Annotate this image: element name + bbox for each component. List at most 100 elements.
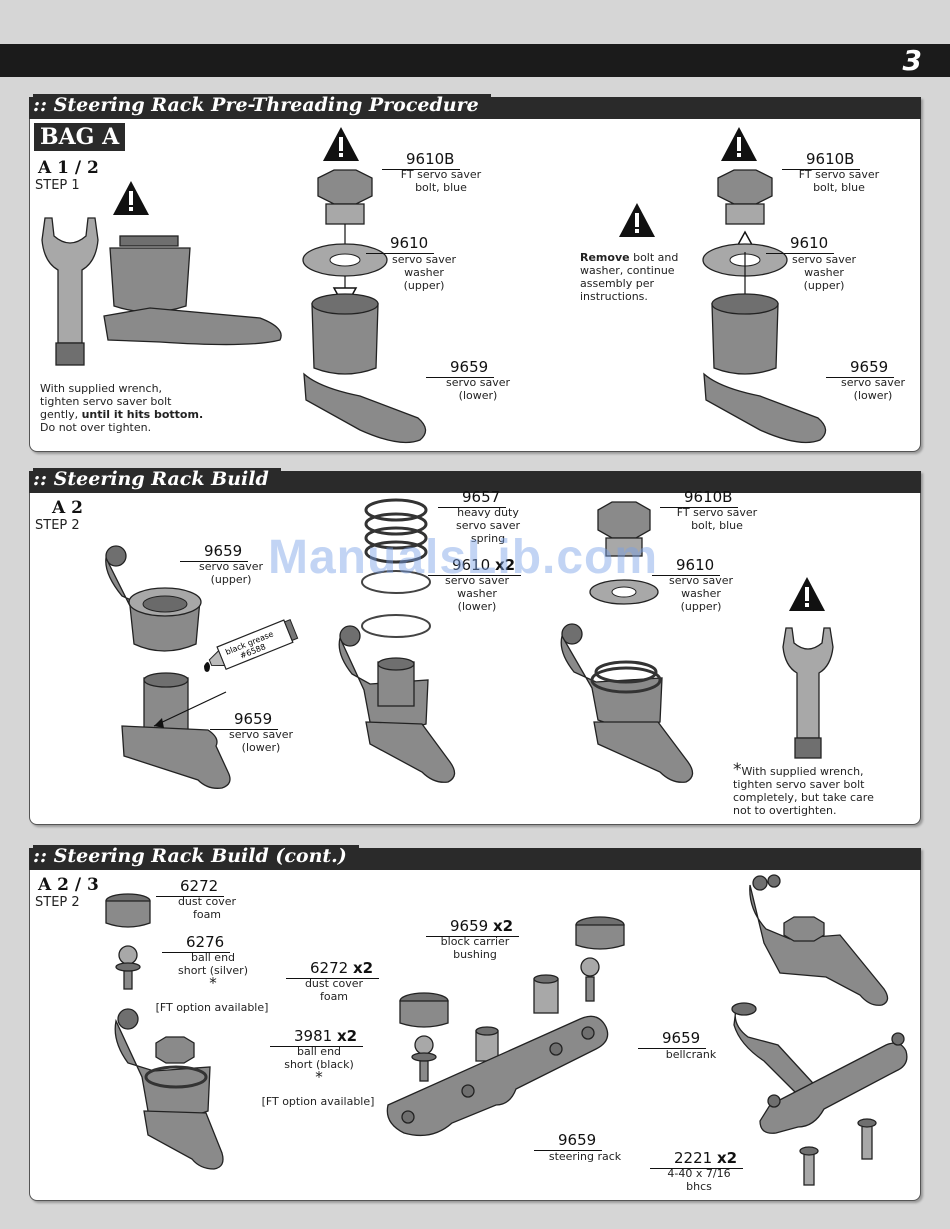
desc-line: heavy duty	[457, 506, 519, 519]
note-line: gently,	[40, 408, 82, 421]
desc-line: FT servo saver	[676, 506, 758, 519]
desc-line: washer	[404, 266, 444, 279]
quantity: x2	[492, 917, 514, 935]
part-number-6272: 6272	[156, 877, 225, 897]
warning-icon	[789, 577, 825, 611]
part-desc: servo saver(lower)	[428, 376, 528, 402]
note-line: bolt and	[629, 251, 679, 264]
note-line: instructions.	[580, 290, 648, 303]
desc-line: (upper)	[403, 279, 445, 292]
asterisk: *	[315, 1068, 323, 1086]
desc-line: servo saver	[445, 376, 511, 389]
part-number-9610: 9610	[366, 234, 435, 254]
desc-line: washer	[457, 587, 497, 600]
servo-saver-upper-part	[105, 545, 202, 652]
part-desc: steering rack	[548, 1150, 622, 1163]
quantity: x2	[336, 1027, 358, 1045]
desc-line: FT servo saver	[400, 168, 482, 181]
desc-line: servo saver	[791, 253, 857, 266]
part-number-9657: 9657	[438, 488, 507, 508]
part-number-9610: 9610 x2	[428, 556, 522, 576]
part-number-9610: 9610	[652, 556, 721, 576]
desc-line: washer	[681, 587, 721, 600]
part-number-9610B: 9610B	[660, 488, 739, 508]
desc-line: (upper)	[680, 600, 722, 613]
panel-header: :: Steering Rack Build	[29, 468, 921, 493]
servo-saver-lower-part	[103, 235, 282, 346]
part-desc: servo saver(upper)	[186, 560, 276, 586]
part-number-6272: 6272 x2	[286, 959, 380, 979]
panel-header: :: Steering Rack Pre-Threading Procedure	[29, 94, 921, 119]
bellcrank-assembly	[731, 874, 908, 1186]
step-number: A 2 / 3	[38, 875, 99, 895]
desc-line: foam	[319, 990, 349, 1003]
part-number-9659: 9659	[210, 710, 279, 730]
desc-line: servo saver	[840, 376, 906, 389]
num-text: 2221	[674, 1149, 713, 1167]
asterisk: *	[209, 974, 217, 992]
part-number-3981: 3981 x2	[270, 1027, 364, 1047]
desc-line: (lower)	[853, 389, 893, 402]
page-header-bar: 3	[0, 44, 950, 77]
note-line: completely, but take care	[733, 791, 874, 804]
quantity: x2	[494, 556, 516, 574]
step-number: A 1 / 2	[38, 158, 99, 178]
watermark: ManualsLib.com	[268, 531, 659, 584]
part-number-9610B: 9610B	[382, 150, 461, 170]
desc-line: bolt, blue	[813, 181, 865, 194]
panel-header: :: Steering Rack Build (cont.)	[29, 845, 921, 870]
note-line: tighten servo saver bolt	[40, 395, 172, 408]
part-desc: servo saver(lower)	[828, 376, 918, 402]
note-emphasis: Remove	[580, 251, 630, 264]
steering-rack-part	[386, 916, 625, 1137]
desc-line: foam	[192, 908, 222, 921]
section-title: :: Steering Rack Pre-Threading Procedure	[33, 94, 491, 116]
wrench-icon	[41, 217, 99, 366]
note-line: Do not over tighten.	[40, 421, 152, 434]
num-text: 6272	[310, 959, 349, 977]
desc-line: servo saver	[391, 253, 457, 266]
desc-line: spring	[470, 532, 506, 545]
desc-line: short (black)	[284, 1058, 354, 1071]
note-line: With supplied wrench,	[40, 382, 163, 395]
part-number-9610: 9610	[766, 234, 835, 254]
note-line: washer, continue	[580, 264, 675, 277]
desc-line: ball end	[190, 951, 236, 964]
desc-line: washer	[804, 266, 844, 279]
note-emphasis: until it hits bottom.	[81, 408, 204, 421]
desc-line: 4-40 x 7/16	[667, 1167, 731, 1180]
part-desc: servo saver(lower)	[216, 728, 306, 754]
steering-rack-build-panel: :: Steering Rack Build A 2 STEP 2 black …	[29, 468, 921, 825]
desc-line: dust cover	[304, 977, 364, 990]
part-number-9659: 9659	[426, 358, 495, 378]
wrench-icon	[782, 627, 834, 759]
servo-saver-stack	[302, 169, 427, 444]
part-number-9659: 9659	[534, 1131, 603, 1151]
quantity: x2	[716, 1149, 738, 1167]
desc-line: servo saver	[228, 728, 294, 741]
warning-icon	[113, 181, 149, 215]
part-desc: bellcrank	[665, 1048, 717, 1061]
section-title: :: Steering Rack Build	[33, 468, 281, 490]
desc-line: bhcs	[686, 1180, 712, 1193]
desc-line: servo saver	[668, 574, 734, 587]
desc-line: ball end	[296, 1045, 342, 1058]
warning-icon	[323, 127, 359, 161]
desc-line: (upper)	[210, 573, 252, 586]
servo-saver-stack	[702, 169, 827, 444]
desc-line: (lower)	[457, 600, 497, 613]
page-number: 3	[902, 44, 922, 77]
desc-line: servo saver	[455, 519, 521, 532]
wrench-instruction: With supplied wrench, tighten servo save…	[40, 382, 203, 434]
note-line: With supplied wrench,	[741, 765, 864, 778]
part-number-9659: 9659	[180, 542, 249, 562]
desc-line: (lower)	[241, 741, 281, 754]
desc-line: short (silver)	[178, 964, 248, 977]
step-label: STEP 2	[35, 895, 80, 910]
